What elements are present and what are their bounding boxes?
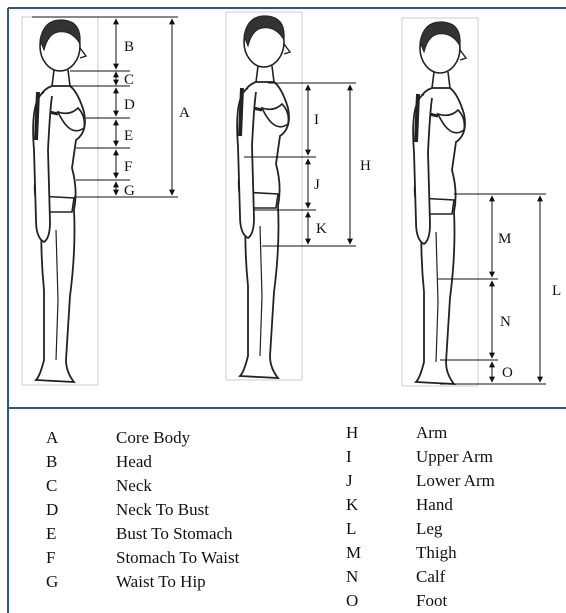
legend-name: Leg <box>416 519 442 538</box>
legend-letter: G <box>46 570 116 594</box>
legend-letter: L <box>346 517 416 541</box>
female-figure <box>33 20 86 382</box>
label-O: O <box>502 365 513 381</box>
label-I: I <box>314 112 319 128</box>
female-figure <box>237 16 290 378</box>
legend-name: Neck <box>116 476 152 495</box>
legend-letter: I <box>346 445 416 469</box>
legend-letter: A <box>46 426 116 450</box>
legend-name: Waist To Hip <box>116 572 206 591</box>
legend-name: Upper Arm <box>416 447 493 466</box>
label-F: F <box>124 159 132 175</box>
legend-letter: E <box>46 522 116 546</box>
legend-letter: K <box>346 493 416 517</box>
label-N: N <box>500 314 511 330</box>
label-C: C <box>124 72 134 88</box>
legend-name: Thigh <box>416 543 457 562</box>
legend-name: Core Body <box>116 428 190 447</box>
panel-core-body: B C D E F G A <box>22 17 190 385</box>
legend-name: Stomach To Waist <box>116 548 239 567</box>
panel-leg: M N O L <box>402 18 561 386</box>
label-G: G <box>124 183 135 199</box>
label-L: L <box>552 283 561 299</box>
legend-name: Arm <box>416 423 447 442</box>
legend-name: Hand <box>416 495 453 514</box>
label-J: J <box>314 177 320 193</box>
panel-arm: I J K H <box>226 12 371 380</box>
label-A: A <box>179 105 190 121</box>
body-measurement-diagram: B C D E F G A I J K H M N O <box>0 0 566 410</box>
legend-name: Head <box>116 452 152 471</box>
legend-letter: H <box>346 421 416 445</box>
legend-name: Bust To Stomach <box>116 524 233 543</box>
legend-letter: D <box>46 498 116 522</box>
legend-letter: N <box>346 565 416 589</box>
label-D: D <box>124 97 135 113</box>
legend-letter: F <box>46 546 116 570</box>
label-B: B <box>124 39 134 55</box>
label-M: M <box>498 231 511 247</box>
legend-letter: O <box>346 589 416 613</box>
female-figure <box>413 22 466 384</box>
label-E: E <box>124 128 133 144</box>
label-H: H <box>360 158 371 174</box>
label-K: K <box>316 221 327 237</box>
legend-name: Neck To Bust <box>116 500 209 519</box>
legend-letter: J <box>346 469 416 493</box>
legend-letter: B <box>46 450 116 474</box>
legend-name: Calf <box>416 567 445 586</box>
legend-name: Lower Arm <box>416 471 495 490</box>
legend-name: Foot <box>416 591 447 610</box>
legend-letter: C <box>46 474 116 498</box>
legend-letter: M <box>346 541 416 565</box>
